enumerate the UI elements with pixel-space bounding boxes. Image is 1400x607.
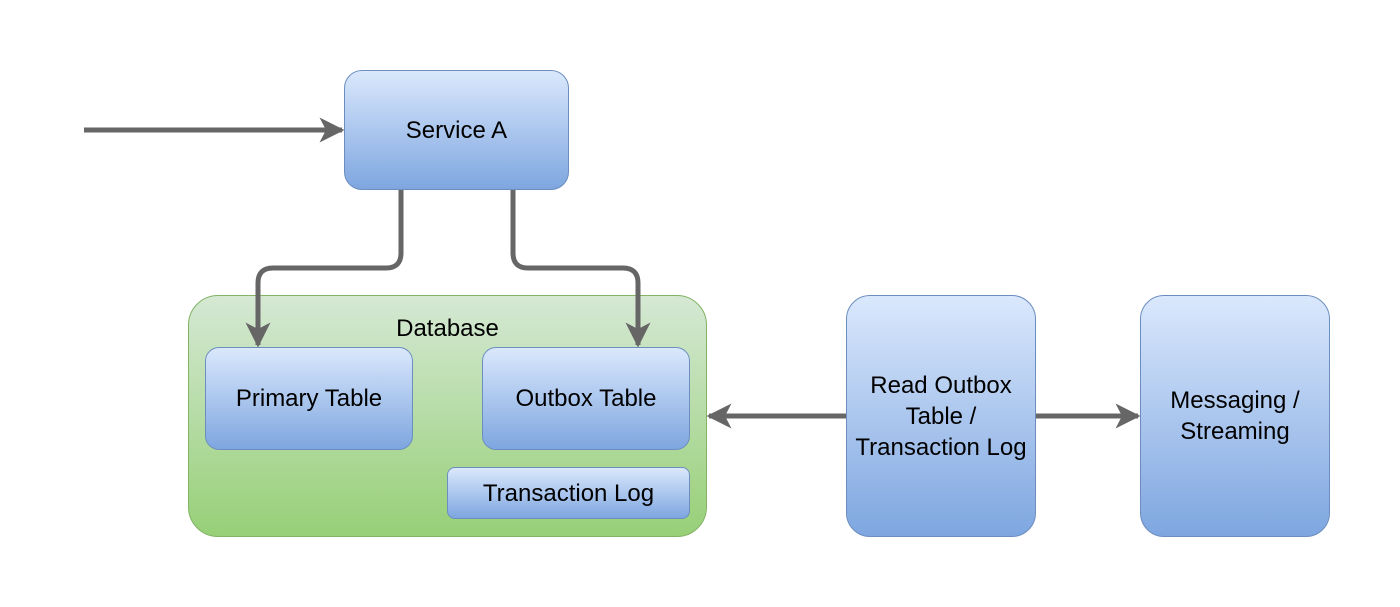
service-a-label: Service A xyxy=(405,116,508,144)
primary-table-label: Primary Table xyxy=(235,385,383,412)
outbox-reader-label: Read Outbox Table / Transaction Log xyxy=(855,371,1027,461)
outbox-table-label: Outbox Table xyxy=(515,385,657,412)
transaction-log-label: Transaction Log xyxy=(482,479,655,507)
service-to-primary-table-arrow xyxy=(245,190,404,348)
outbox-table-node: Outbox Table xyxy=(482,347,690,450)
messaging-streaming-node: Messaging / Streaming xyxy=(1140,295,1330,537)
outbox-reader-node: Read Outbox Table / Transaction Log xyxy=(846,295,1036,537)
primary-table-node: Primary Table xyxy=(205,347,413,450)
service-to-outbox-table-arrow xyxy=(510,190,651,348)
database-label: Database xyxy=(396,315,499,342)
transaction-log-node: Transaction Log xyxy=(447,467,690,519)
messaging-streaming-label: Messaging / Streaming xyxy=(1170,387,1300,445)
service-a-node: Service A xyxy=(344,70,569,190)
